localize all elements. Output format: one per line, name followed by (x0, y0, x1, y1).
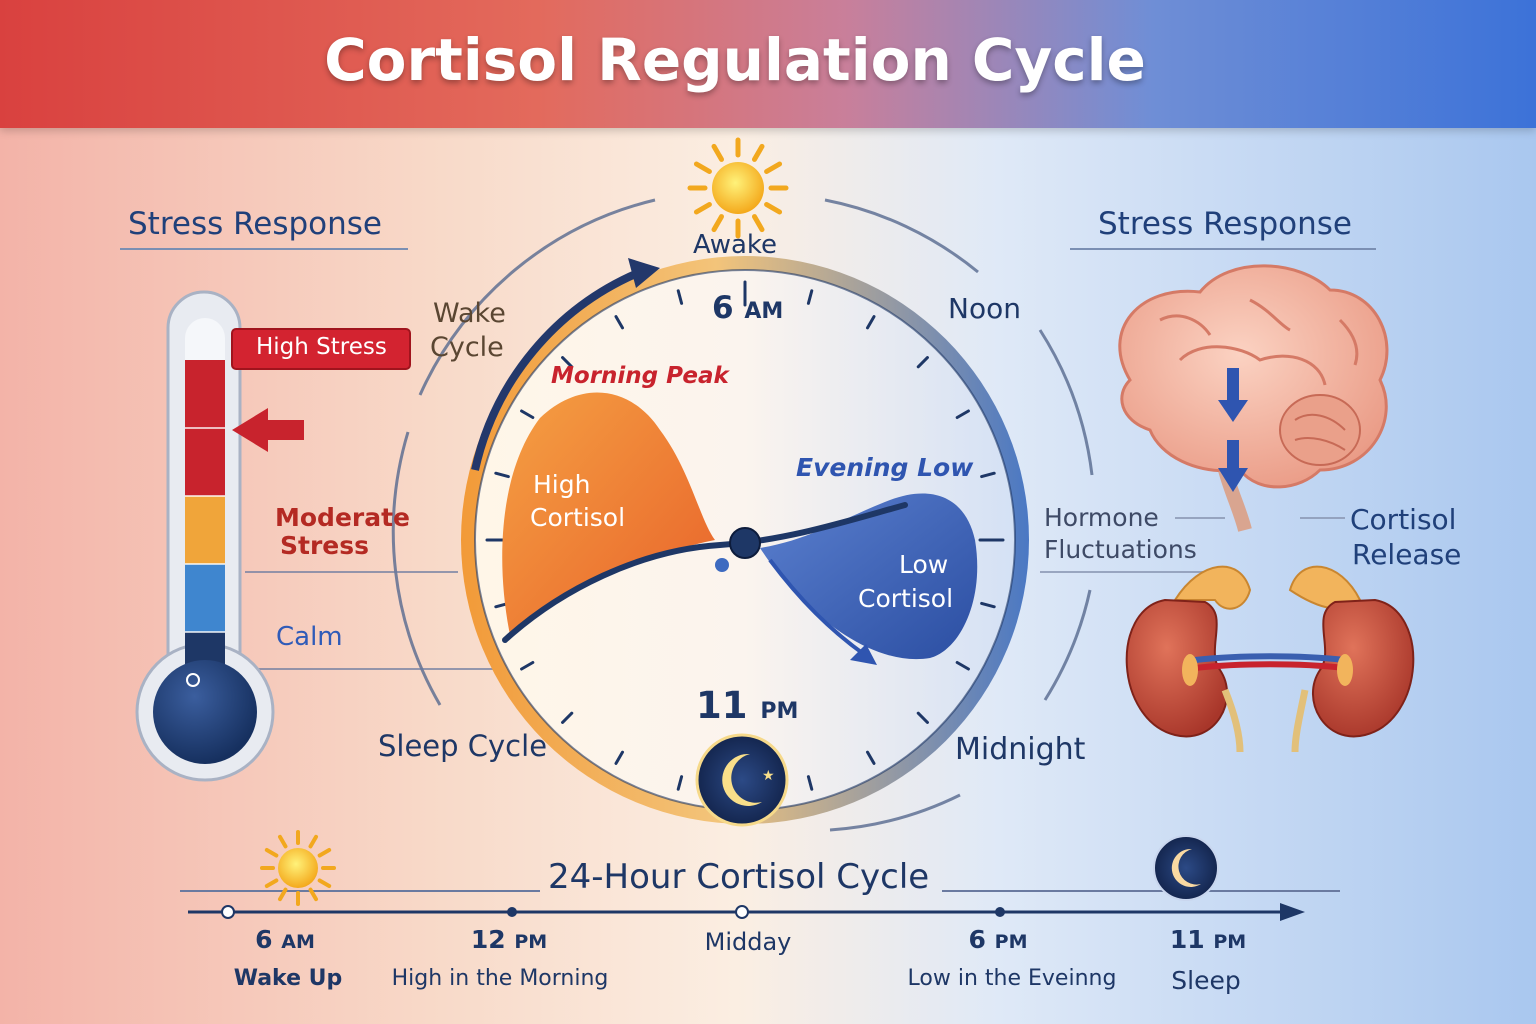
timeline-date-1: 6 AM (255, 925, 315, 954)
timeline-caption-3: Midday (704, 928, 792, 956)
awake-label: Awake (693, 230, 778, 260)
sun-ray (278, 834, 288, 849)
sun-ray (764, 161, 783, 174)
evening-low-shape (760, 493, 978, 660)
clock-tick (561, 711, 574, 724)
high-stress-label: High Stress (256, 334, 387, 360)
low-cortisol-label-2: Cortisol (858, 584, 954, 613)
clock-tick (494, 471, 510, 479)
timeline-axis (180, 890, 1340, 921)
morning-peak-shape (502, 392, 715, 635)
kidney-illustration (1125, 565, 1415, 753)
release-label-2: Release (1352, 538, 1462, 571)
sun-ray (264, 848, 279, 858)
sun-ray (317, 878, 332, 888)
timeline-date-5: 11 PM (1169, 925, 1247, 954)
release-label-1: Cortisol (1350, 503, 1457, 536)
calm-label: Calm (276, 622, 343, 652)
hormone-label-2: Fluctuations (1044, 535, 1197, 564)
sun-ray (693, 161, 712, 174)
clock-tick (561, 356, 574, 369)
high-stress-arrow (232, 408, 304, 452)
sun-ray (711, 214, 724, 233)
sun-ray (308, 834, 318, 849)
clock-tick (955, 661, 970, 671)
clock-tick (916, 711, 929, 724)
svg-text:★: ★ (762, 768, 775, 784)
high-cortisol-label-1: High (533, 470, 591, 499)
clock-tick (520, 409, 535, 419)
sleep-cycle-label: Sleep Cycle (378, 729, 548, 763)
thermometer-bulb (153, 660, 257, 764)
clock-tick (806, 289, 814, 305)
timeline-caption-5: Sleep (1171, 966, 1241, 995)
cortisol-curve (502, 502, 908, 643)
wake-cycle-label-2: Cycle (430, 332, 504, 363)
sun-ray (317, 848, 332, 858)
midnight-label: Midnight (955, 732, 1086, 767)
clock-hub (729, 527, 761, 559)
hormone-label-1: Hormone (1044, 503, 1159, 532)
wake-arrow-arc (471, 268, 642, 471)
timeline-caption-4: Low in the Eveinng (907, 966, 1117, 991)
timeline-date-4: 6 PM (968, 925, 1028, 954)
top-time-label: 6 AM (712, 290, 784, 326)
sun-ray (278, 887, 288, 902)
clock-tick (520, 661, 535, 671)
clock-tick (676, 775, 684, 791)
sun-ray (308, 887, 318, 902)
sun-ray (764, 202, 783, 215)
right-heading: Stress Response (1098, 206, 1353, 242)
clock-tick (614, 315, 624, 330)
timeline-date-2: 12 PM (470, 925, 548, 954)
clock-tick (614, 750, 624, 765)
high-cortisol-label-2: Cortisol (530, 503, 626, 532)
clock-tick (866, 315, 876, 330)
timeline-caption-1: Wake Up (233, 966, 343, 991)
down-arrow-icon (1218, 368, 1248, 492)
sun-ray (711, 143, 724, 162)
outer-cycle-arcs (391, 198, 1094, 832)
clock-tick (980, 471, 996, 479)
sun-ray (693, 202, 712, 215)
noon-label: Noon (948, 292, 1021, 325)
moderate-label-2: Stress (280, 531, 370, 560)
clock-ticks (485, 280, 1005, 800)
sun-ray (752, 143, 765, 162)
right-heading-rule (1070, 248, 1376, 250)
sun-ray (752, 214, 765, 233)
timeline-moon-icon (1153, 835, 1219, 901)
clock-tick (866, 750, 876, 765)
bottom-time-label: 11 PM (696, 684, 799, 727)
clock-tick (955, 409, 970, 419)
page-title: Cortisol Regulation Cycle (324, 26, 1146, 94)
moon-icon: ★ (695, 733, 789, 827)
sun-ray (264, 878, 279, 888)
left-heading: Stress Response (128, 206, 383, 242)
title-banner (0, 0, 1536, 128)
clock-tick (806, 775, 814, 791)
timeline-sun-icon (260, 830, 336, 906)
timeline-heading: 24-Hour Cortisol Cycle (548, 857, 930, 897)
left-heading-rule (120, 248, 408, 250)
evening-low-label: Evening Low (796, 453, 974, 482)
clock-tick (676, 289, 684, 305)
high-stress-tag (231, 328, 411, 370)
morning-peak-label: Morning Peak (551, 363, 729, 389)
clock-tick (980, 601, 996, 609)
timeline-caption-2: High in the Morning (391, 966, 609, 991)
cortisol-clock (461, 256, 1029, 824)
clock-tick (916, 356, 929, 369)
wake-cycle-label-1: Wake (433, 298, 506, 329)
stress-thermometer (135, 290, 275, 782)
low-cortisol-label-1: Low (899, 550, 949, 579)
evening-arrow (768, 558, 867, 657)
moderate-label-1: Moderate (275, 503, 411, 532)
sun-icon (687, 137, 789, 239)
brain-illustration (1118, 264, 1389, 532)
